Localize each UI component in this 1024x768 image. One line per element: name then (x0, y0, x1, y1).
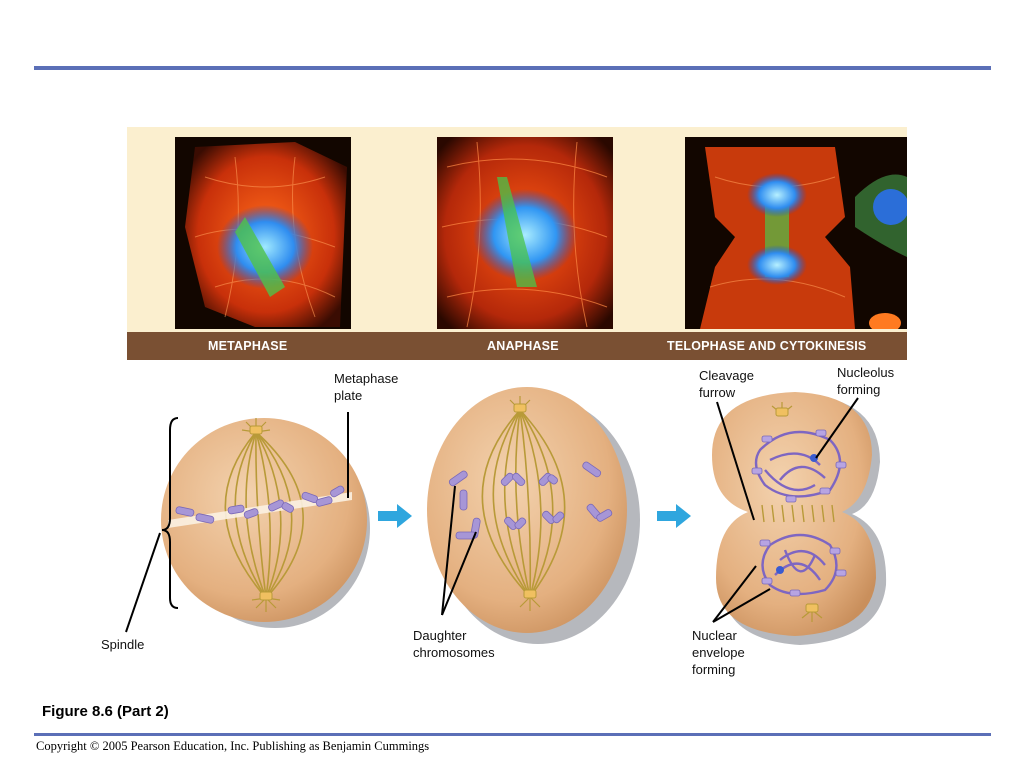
nucleolus-leader (815, 397, 859, 459)
spindle-label: Spindle (101, 637, 145, 652)
arrow-icon (657, 504, 691, 528)
phase-label-anaphase: ANAPHASE (487, 339, 559, 353)
micrograph-strip (127, 127, 907, 332)
spindle-bracket (161, 417, 179, 609)
daughter-chromosomes-leader (441, 531, 477, 616)
anaphase-micrograph (437, 137, 613, 329)
top-rule (34, 66, 991, 70)
spindle-leader (125, 532, 161, 633)
metaphase-plate-label: Metaphase plate (334, 371, 399, 403)
nuclear-envelope-forming-label: Nuclear envelope forming (692, 628, 745, 677)
phase-label-bar: METAPHASE ANAPHASE TELOPHASE AND CYTOKIN… (127, 332, 907, 360)
telophase-cell (712, 392, 887, 645)
copyright-notice: Copyright © 2005 Pearson Education, Inc.… (36, 739, 430, 753)
nucleolus-forming-label: Nucleolus forming (837, 365, 895, 397)
phase-label-metaphase: METAPHASE (208, 339, 288, 353)
figure-caption: Figure 8.6 (Part 2) (42, 703, 169, 720)
nuclear-envelope-leader (712, 565, 757, 623)
cleavage-furrow-leader (716, 401, 755, 521)
anaphase-cell (427, 387, 640, 644)
daughter-chromosomes-leader (441, 485, 456, 616)
cleavage-furrow-label: Cleavage furrow (699, 368, 754, 400)
metaphase-cell (161, 418, 370, 628)
bottom-rule (34, 733, 991, 736)
daughter-chromosomes-label: Daughter chromosomes (413, 628, 495, 660)
phase-label-telophase: TELOPHASE AND CYTOKINESIS (667, 339, 867, 353)
telophase-micrograph (685, 137, 907, 329)
arrow-icon (378, 504, 412, 528)
nuclear-envelope-leader (712, 588, 771, 623)
metaphase-micrograph (175, 137, 351, 329)
